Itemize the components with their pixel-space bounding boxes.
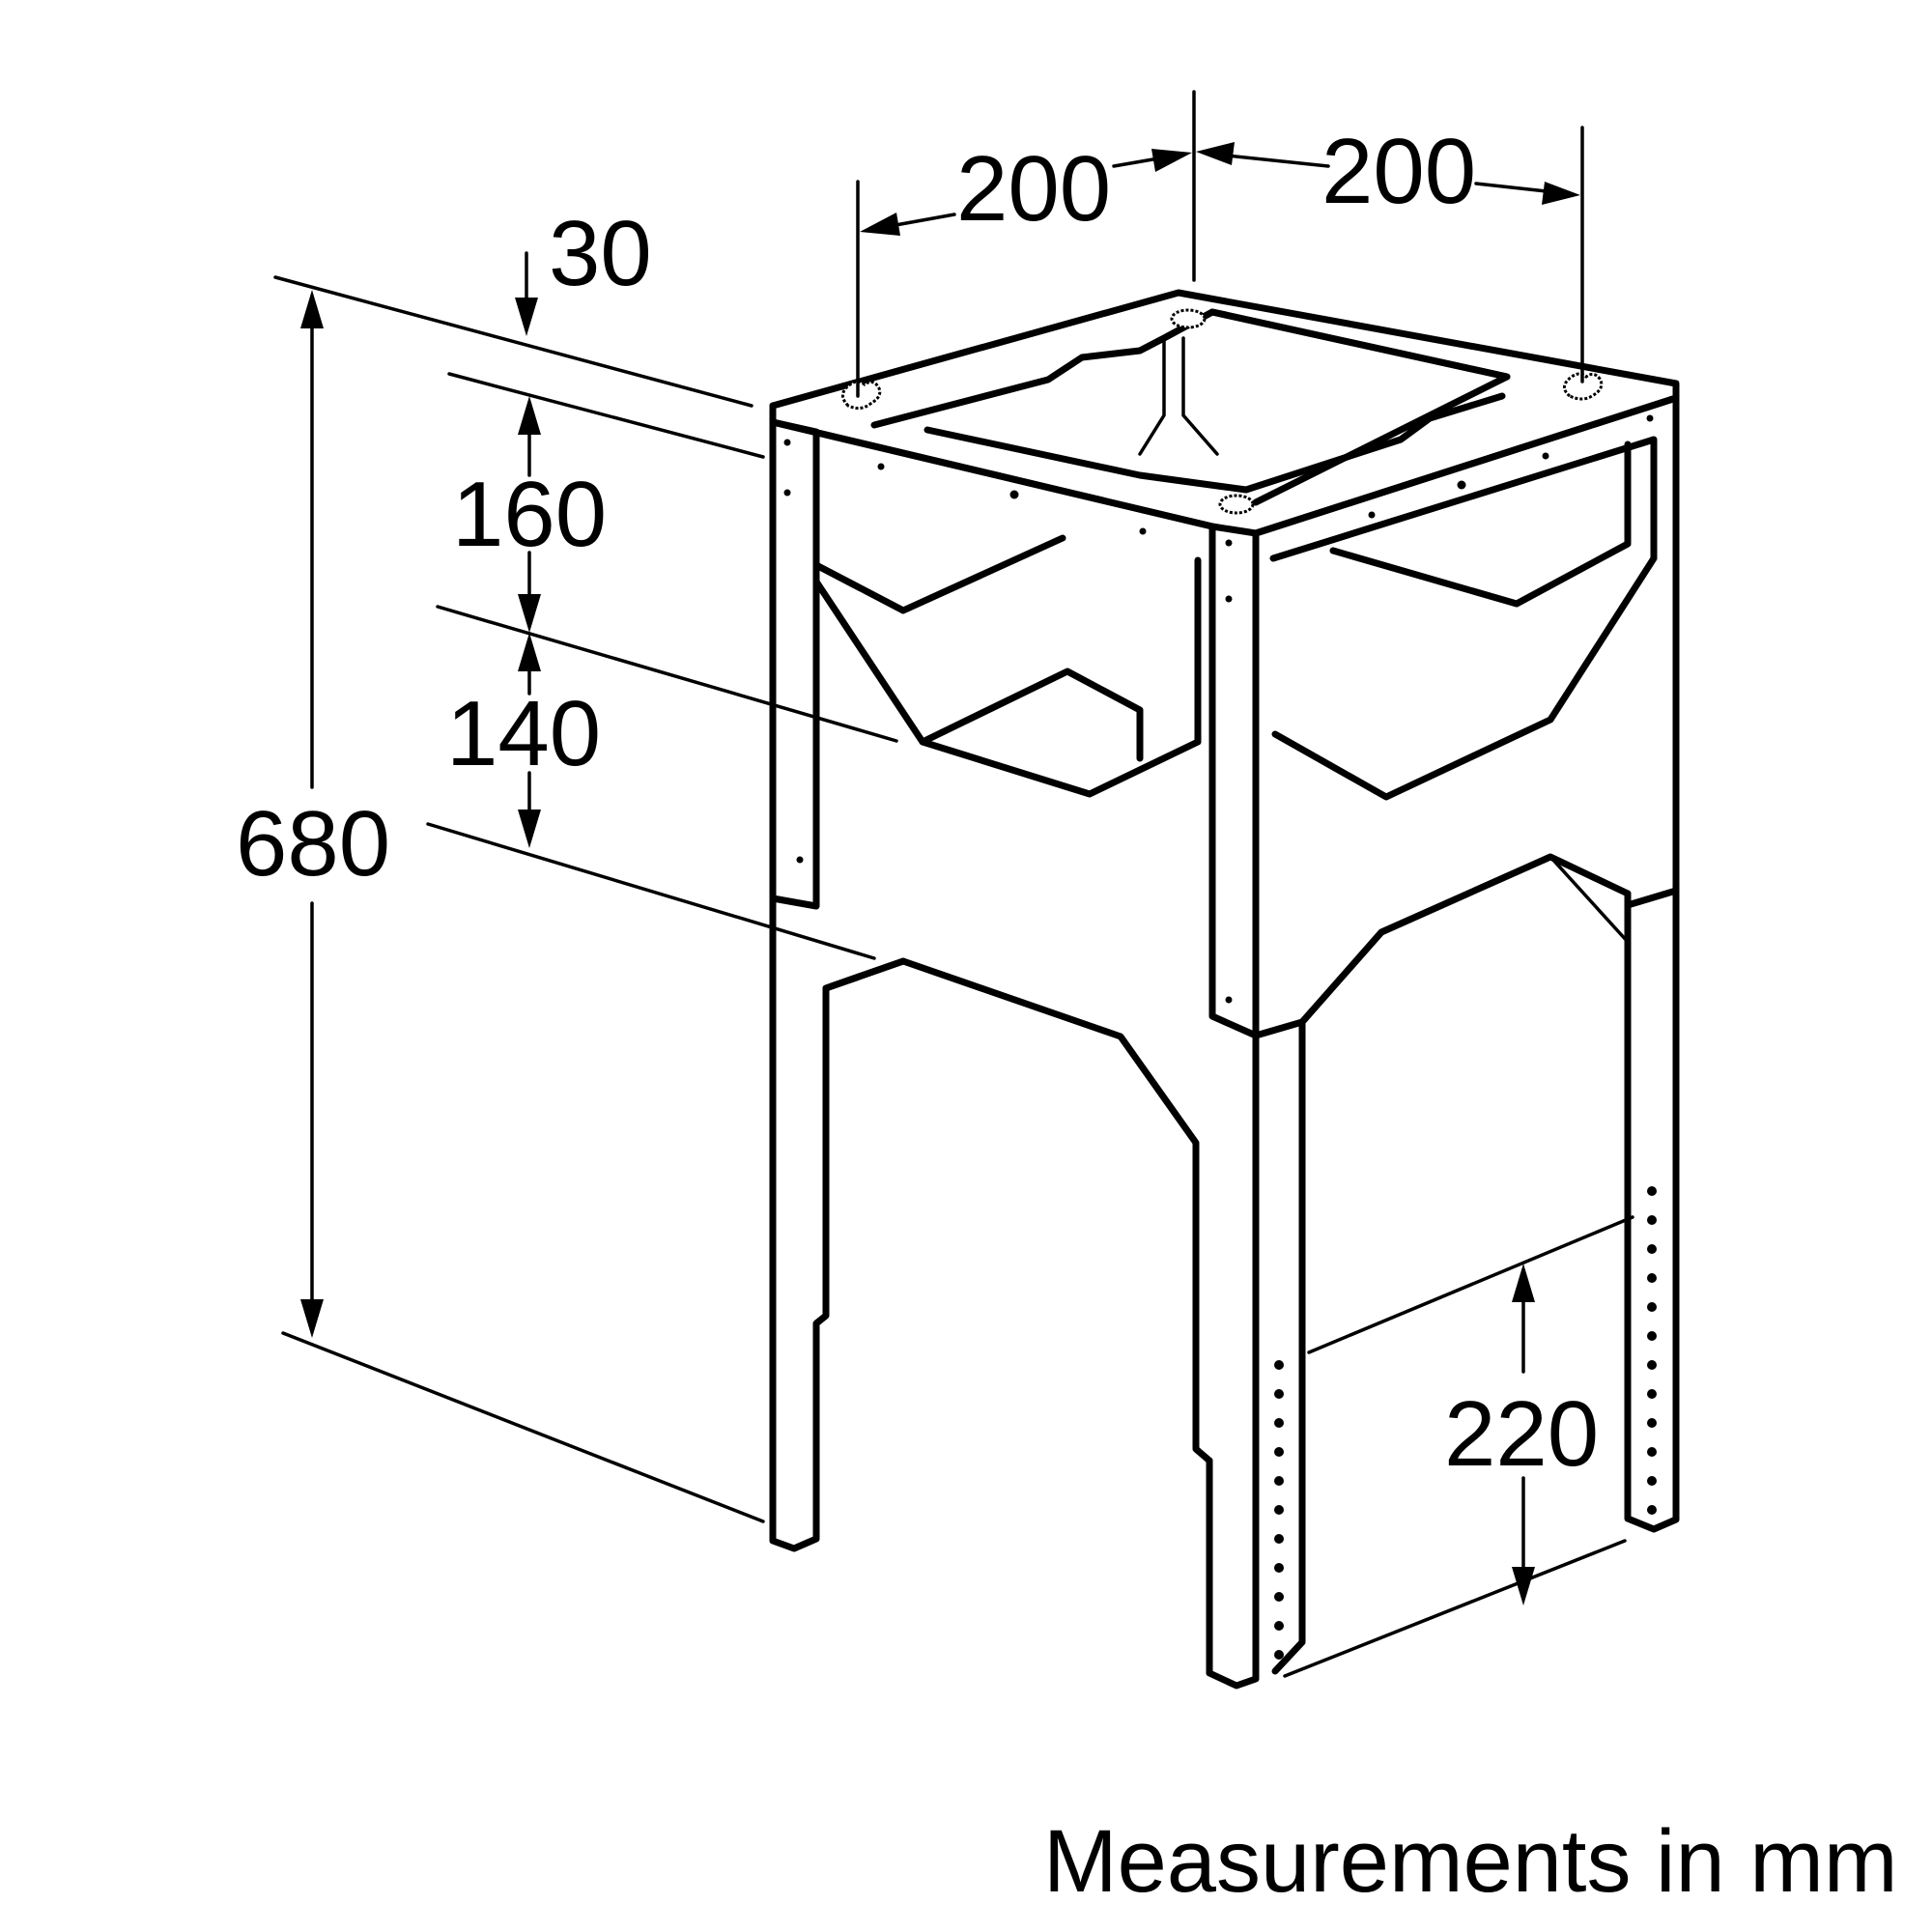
top-rim-inner-opening: [870, 308, 1511, 506]
extension-line-30: [447, 372, 765, 459]
center-post-top: [1138, 336, 1219, 456]
center-front-leg: [1206, 523, 1260, 1690]
leg-hole: [1647, 1505, 1657, 1515]
leg-hole: [1647, 1360, 1657, 1370]
top-rim-inner-back: [923, 392, 1506, 494]
leg-hole: [1274, 1534, 1284, 1544]
arrowhead-220-top: [1512, 1264, 1535, 1302]
screw-dot: [1225, 595, 1233, 603]
hole-center-back: [1170, 308, 1207, 329]
screw-dot: [783, 489, 791, 497]
screw-dot: [1009, 490, 1019, 499]
leg-hole: [1647, 1215, 1657, 1225]
screw-dot: [783, 439, 791, 446]
top-rim-inner-front: [769, 418, 1216, 545]
right-panel-upper: [1252, 394, 1680, 909]
leg-hole: [1647, 1186, 1657, 1196]
leg-hole: [1647, 1331, 1657, 1341]
arrowhead-30: [515, 298, 538, 336]
arrowhead-680-top: [300, 290, 324, 328]
leg-hole-column-left: [1274, 1360, 1284, 1660]
leg-hole: [1274, 1389, 1284, 1399]
left-front-leg-inner: [769, 418, 820, 910]
screw-dot: [1457, 480, 1466, 490]
arrowhead-200-left-end: [1151, 149, 1192, 172]
extension-line-bottom: [281, 1331, 765, 1523]
arrowhead-220-bottom: [1512, 1567, 1535, 1605]
dim-line-200-right-a: [1215, 153, 1330, 168]
leg-hole-column-right: [1647, 1186, 1657, 1515]
screw-dots: [783, 414, 1654, 1004]
right-panel-lower-arch: [1298, 853, 1632, 1026]
arrowhead-140-top: [518, 633, 541, 671]
leg-hole: [1274, 1563, 1284, 1573]
dimension-label-140: 140: [446, 682, 601, 785]
top-rim-inner-side: [1208, 308, 1511, 381]
dimension-label-680: 680: [236, 792, 390, 895]
screw-dot: [1368, 511, 1376, 519]
arrowhead-200-right-start: [1196, 142, 1235, 165]
leg-hole: [1647, 1302, 1657, 1312]
extension-line-160: [436, 605, 898, 743]
extension-line-220-upper: [1307, 1215, 1634, 1354]
left-front-leg: [769, 402, 907, 1552]
screw-dot: [1225, 996, 1233, 1004]
leg-hole: [1647, 1244, 1657, 1254]
screw-dot: [1139, 527, 1147, 535]
front-left-panel-notch: [919, 668, 1144, 762]
arrowhead-160-bottom: [518, 594, 541, 633]
screw-dot: [796, 856, 804, 864]
dimension-label-200-right: 200: [1321, 120, 1476, 223]
measurement-unit-caption: Measurements in mm: [1043, 1812, 1897, 1911]
right-panel-arch-bevel: [1548, 855, 1630, 944]
leg-hole: [1647, 1273, 1657, 1283]
front-left-panel-middle: [812, 556, 1202, 798]
dimension-label-200-left: 200: [956, 137, 1111, 241]
leg-hole: [1274, 1621, 1284, 1631]
leg-hole: [1647, 1447, 1657, 1457]
screw-dot: [1646, 414, 1654, 422]
keyhole-left: [841, 380, 882, 411]
extension-line-top: [273, 275, 753, 408]
screw-dot: [1225, 539, 1233, 547]
front-panel-lower-arch: [822, 957, 1213, 1464]
dimension-lines: [273, 90, 1634, 1678]
right-panel-upper-frame: [1269, 436, 1658, 801]
hole-center-front: [1218, 494, 1255, 515]
leg-hole: [1274, 1505, 1284, 1515]
leg-hole: [1274, 1447, 1284, 1457]
leg-hole: [1647, 1389, 1657, 1399]
front-left-panel-upper: [812, 534, 1066, 614]
leg-hole: [1274, 1418, 1284, 1428]
right-panel-window: [1329, 440, 1632, 608]
leg-hole: [1647, 1418, 1657, 1428]
center-front-leg-edge: [1252, 1018, 1306, 1039]
arrowhead-200-left-start: [860, 213, 900, 236]
leg-hole: [1274, 1592, 1284, 1602]
keyhole-right: [1563, 372, 1604, 401]
arrowhead-160-top: [518, 396, 541, 435]
arrowhead-680-bottom: [300, 1299, 324, 1338]
screw-dot: [877, 463, 885, 470]
screw-dot: [1542, 452, 1549, 460]
dim-line-200-right-b: [1474, 182, 1557, 194]
center-front-leg-bevel: [1271, 1018, 1306, 1675]
leg-hole: [1274, 1650, 1284, 1660]
leg-hole: [1274, 1476, 1284, 1486]
dimension-label-160: 160: [452, 463, 607, 566]
arrowhead-140-bottom: [518, 810, 541, 848]
extension-line-140: [426, 822, 876, 960]
arrowhead-200-right-end: [1542, 182, 1580, 205]
dimension-label-220: 220: [1444, 1382, 1599, 1486]
dimension-label-30: 30: [549, 202, 652, 305]
leg-hole: [1274, 1360, 1284, 1370]
leg-hole: [1647, 1476, 1657, 1486]
right-back-leg: [1624, 887, 1680, 1533]
stand-frame: [769, 289, 1680, 1690]
extension-line-220-lower: [1283, 1539, 1627, 1678]
